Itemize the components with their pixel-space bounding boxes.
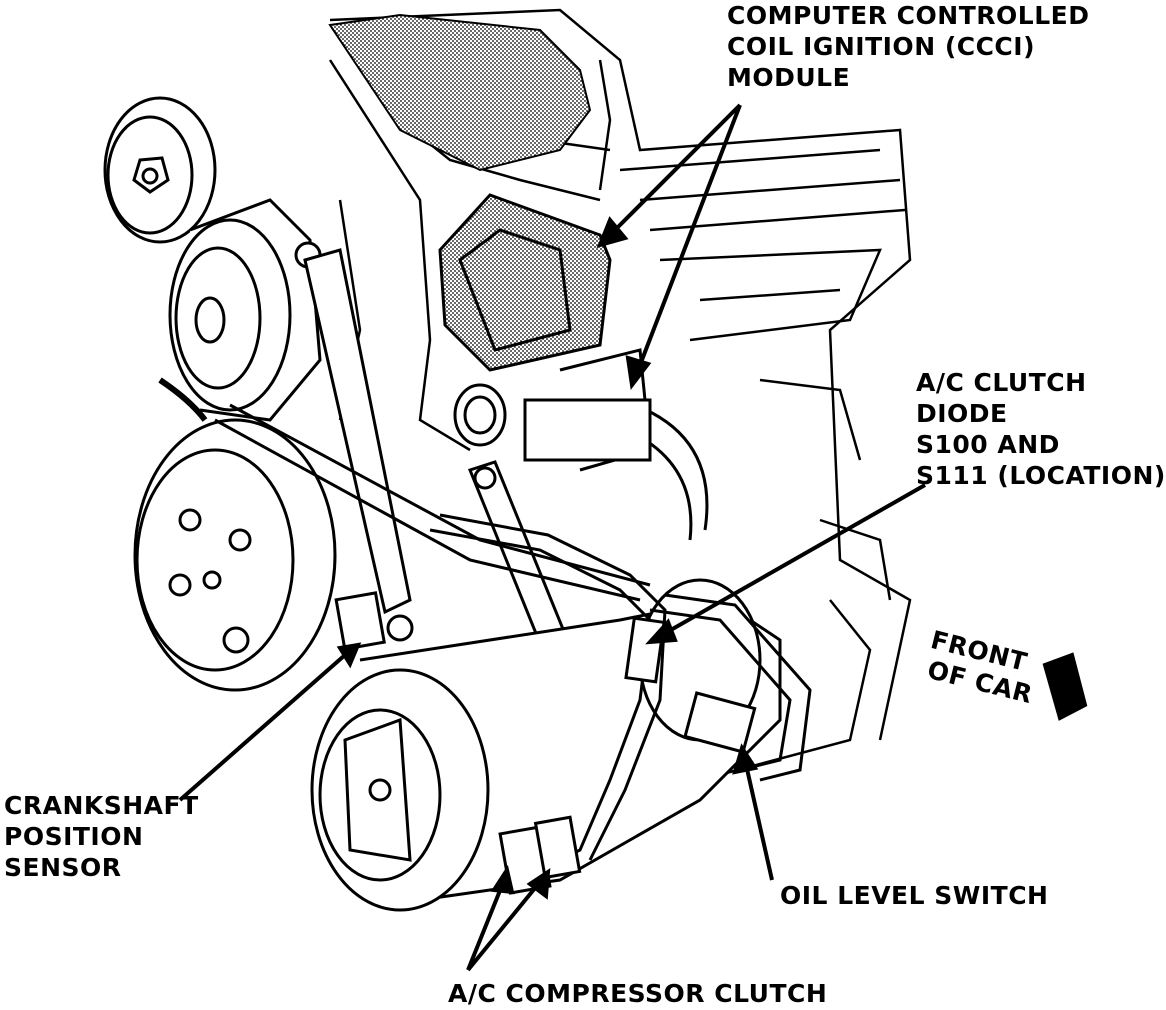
idler-pulley (103, 96, 217, 244)
ac-compressor (310, 578, 782, 912)
crankshaft-sensor-label: CRANKSHAFT POSITION SENSOR (4, 790, 199, 883)
ac-clutch-diode-label: A/C CLUTCH DIODE S100 AND S111 (LOCATION… (916, 367, 1166, 491)
ac-compressor-clutch-label: A/C COMPRESSOR CLUTCH (448, 979, 828, 1008)
label-line: DIODE (916, 399, 1008, 428)
label-line: S111 (LOCATION) (916, 461, 1166, 490)
label-line: POSITION (4, 822, 144, 851)
label-line: SENSOR (4, 853, 122, 882)
alternator (168, 198, 322, 422)
label-line: MODULE (727, 63, 851, 92)
leader-arrows (178, 103, 1088, 972)
label-line: COMPUTER CONTROLLED (727, 1, 1090, 30)
label-line: COIL IGNITION (CCCI) (727, 32, 1036, 61)
crankshaft-pulley (133, 418, 337, 692)
ccci-module (328, 13, 652, 472)
label-line: A/C CLUTCH (916, 368, 1087, 397)
oil-level-switch-label: OIL LEVEL SWITCH (780, 881, 1049, 910)
label-line: S100 AND (916, 430, 1060, 459)
front-arrow-icon (1042, 652, 1088, 721)
ccci-module-label: COMPUTER CONTROLLED COIL IGNITION (CCCI)… (727, 0, 1089, 93)
connectors (334, 591, 757, 895)
label-line: CRANKSHAFT (4, 791, 199, 820)
